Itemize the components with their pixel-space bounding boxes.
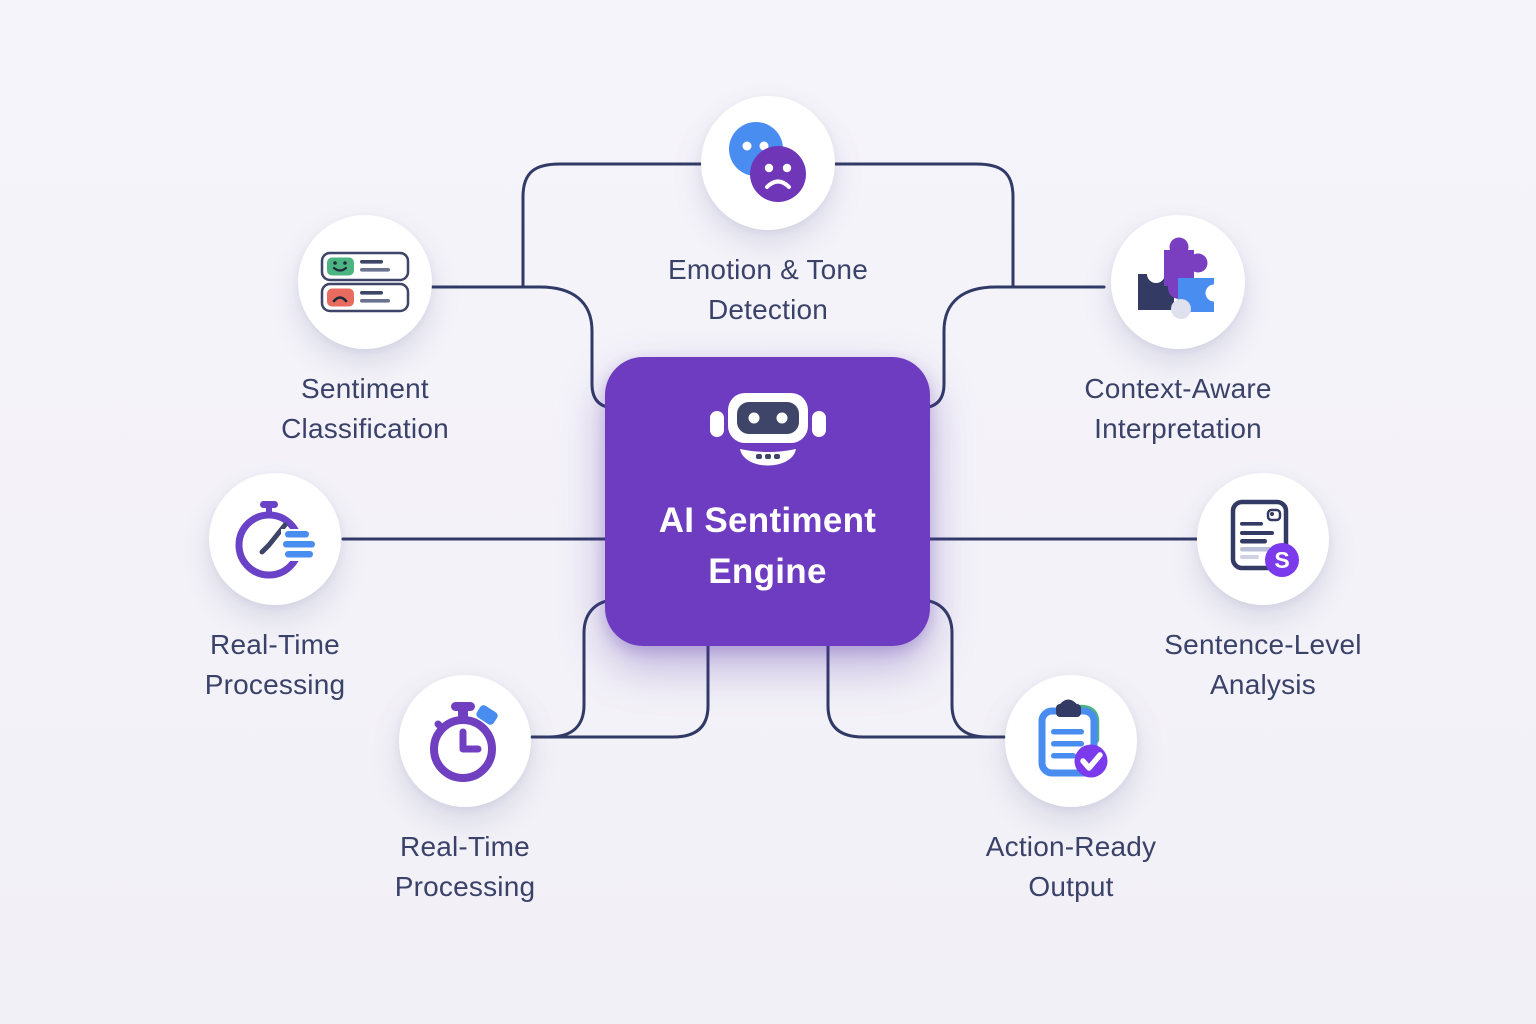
label-line: Context-Aware <box>1084 373 1272 404</box>
node-label-sentiment: Sentiment Classification <box>281 369 449 449</box>
clipboard-check-icon <box>1038 699 1108 778</box>
connector-top-right-branch <box>918 285 1106 410</box>
puzzle-icon <box>1138 237 1223 319</box>
node-circle-sentiment <box>298 215 432 349</box>
node-sentence-level-analysis: S Sentence-Level Analysis <box>1123 473 1403 705</box>
node-real-time-processing-left: Real-Time Processing <box>135 473 415 705</box>
node-label-context: Context-Aware Interpretation <box>1084 369 1271 449</box>
label-line: Real-Time <box>400 831 530 862</box>
connector-top-right-vertical <box>833 162 1015 289</box>
label-line: Real-Time <box>210 629 340 660</box>
node-circle-action <box>1005 675 1137 807</box>
emotion-faces-icon <box>729 122 806 202</box>
label-line: Action-Ready <box>985 831 1157 862</box>
center-title-line-1: AI Sentiment <box>658 501 877 540</box>
label-line: Processing <box>204 669 346 701</box>
node-context-aware-interpretation: Context-Aware Interpretation <box>1033 215 1323 449</box>
node-real-time-processing-bottom: Real-Time Processing <box>325 675 605 907</box>
node-circle-sentence: S <box>1197 473 1329 605</box>
node-label-emotion: Emotion & Tone Detection <box>668 250 868 330</box>
connector-top-left-branch <box>430 285 618 410</box>
stopwatch-lines-icon <box>235 501 317 579</box>
node-circle-realtime-bottom <box>399 675 531 807</box>
node-label-action: Action-Ready Output <box>986 827 1156 907</box>
label-line: Sentence-Level <box>1164 629 1362 660</box>
sentiment-cards-icon <box>320 251 410 313</box>
label-line: Emotion & Tone <box>668 254 868 285</box>
label-line: Detection <box>707 294 829 326</box>
node-label-realtime-left: Real-Time Processing <box>205 625 346 705</box>
label-line: Output <box>1028 871 1114 903</box>
label-line: Processing <box>394 871 536 903</box>
node-sentiment-classification: Sentiment Classification <box>225 215 505 449</box>
label-line: Interpretation <box>1094 413 1262 445</box>
connector-bottom-left-inner <box>530 642 710 739</box>
label-line: Sentiment <box>301 373 429 404</box>
connector-bottom-right-outer <box>918 598 1006 739</box>
robot-icon <box>704 385 832 486</box>
label-line: Analysis <box>1210 669 1316 701</box>
document-s-icon: S <box>1230 499 1299 577</box>
connector-bottom-left-outer <box>530 598 618 739</box>
stopwatch-icon <box>430 702 498 782</box>
node-circle-realtime-left <box>209 473 341 605</box>
center-node-title: AI Sentiment Engine <box>659 496 877 598</box>
robot-icon-svg <box>709 393 826 466</box>
connector-top-left-vertical <box>521 162 703 289</box>
node-emotion-tone-detection: Emotion & Tone Detection <box>628 96 908 330</box>
label-line: Classification <box>281 413 449 445</box>
center-node-ai-sentiment-engine: AI Sentiment Engine <box>605 357 930 646</box>
node-circle-context <box>1111 215 1245 349</box>
node-circle-emotion <box>701 96 835 230</box>
center-title-line-2: Engine <box>708 551 827 591</box>
connector-bottom-right-inner <box>826 642 1006 739</box>
node-action-ready-output: Action-Ready Output <box>931 675 1211 907</box>
node-label-realtime-bottom: Real-Time Processing <box>395 827 536 907</box>
s-badge-letter: S <box>1274 547 1289 573</box>
node-label-sentence: Sentence-Level Analysis <box>1164 625 1361 705</box>
